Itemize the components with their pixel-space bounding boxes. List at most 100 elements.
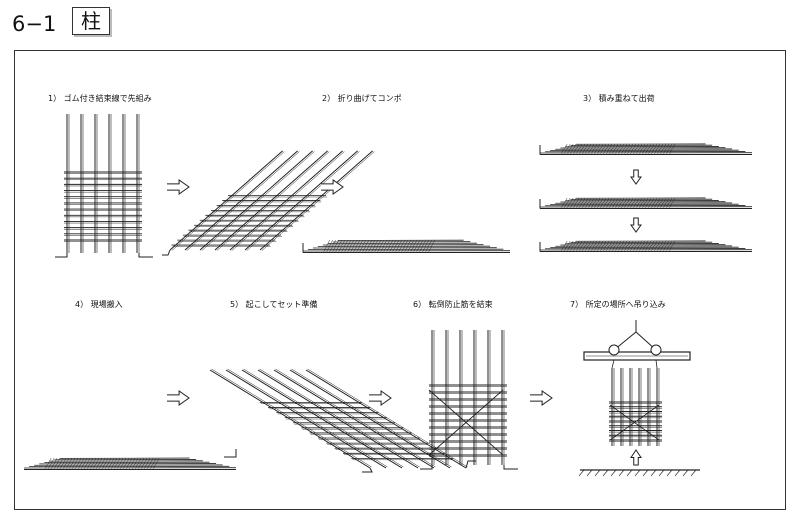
sling-line (611, 359, 615, 369)
hoop-line (561, 240, 568, 251)
page-number: 6−1 (12, 12, 57, 36)
hoop-line (594, 240, 601, 251)
main-bar-line (231, 151, 345, 251)
hoop-line (591, 240, 598, 251)
hoop-line (564, 143, 571, 154)
hoop-line (45, 457, 52, 469)
hoop-line (624, 197, 631, 208)
hoop-line (561, 143, 568, 154)
hoop-line (579, 240, 586, 251)
bar-hook-line (503, 465, 518, 470)
hoop-line (78, 457, 85, 469)
hoop-line (639, 197, 646, 208)
hoop-line (87, 457, 94, 469)
hoop-line (663, 143, 670, 154)
step-4-flat-bundle-figure (23, 449, 237, 470)
hoop-line (624, 143, 631, 154)
hoop-line (350, 239, 357, 252)
main-bar-line (305, 369, 467, 469)
hoop-line (404, 239, 411, 252)
hoop-line (657, 240, 664, 251)
hoop-line (75, 457, 82, 469)
bar-hook-line (420, 465, 433, 470)
hoop-line (591, 197, 598, 208)
hoop-line (651, 240, 658, 251)
hoop-line (383, 239, 390, 252)
hoop-line (395, 239, 402, 252)
hoop-line (576, 197, 583, 208)
hoop-line (147, 457, 154, 469)
ground-hatch-line (610, 469, 617, 477)
step-4-number: 4） (75, 300, 89, 309)
hoop-line (669, 143, 676, 154)
down-arrow (630, 217, 642, 233)
hoop-line (132, 457, 139, 469)
hoop-line (651, 143, 658, 154)
hoop-line (663, 197, 670, 208)
step-4-label: 現場搬入 (90, 300, 123, 309)
ground-hatch-line (650, 469, 657, 477)
hoop-line (338, 239, 345, 252)
hoop-line (323, 239, 330, 252)
hoop-line (114, 457, 121, 469)
hoop-line (600, 143, 607, 154)
ground-hatch-line (594, 469, 601, 477)
hoop-line (386, 239, 393, 252)
hoop-line (627, 197, 634, 208)
ground-hatch-line (586, 469, 593, 477)
ground-hatch-line (658, 469, 665, 477)
hoop-line (135, 457, 142, 469)
hoop-line (654, 197, 661, 208)
hoop-line (636, 240, 643, 251)
hoop-line (66, 457, 73, 469)
hoop-line (648, 197, 655, 208)
hoop-line (60, 457, 67, 469)
hoop-line (564, 197, 571, 208)
step-7-lifting-figure (578, 320, 700, 477)
hoop-line (377, 239, 384, 252)
hoop-line (606, 143, 613, 154)
hoop-line (645, 197, 652, 208)
step-1-number: 1） (48, 94, 62, 103)
hoop-line (359, 239, 366, 252)
hoop-line (657, 197, 664, 208)
hoop-line (600, 240, 607, 251)
main-bar-line (186, 151, 300, 251)
hoop-line (588, 240, 595, 251)
ground-hatch-line (626, 469, 633, 477)
hoop-line (105, 457, 112, 469)
step-3-number: 3） (583, 94, 597, 103)
bar-hook-line (162, 249, 171, 256)
hoop-line (666, 197, 673, 208)
hoop-line (126, 457, 133, 469)
hoop-line (365, 239, 372, 252)
hoop-line (567, 197, 574, 208)
hoop-line (123, 457, 130, 469)
step-7-label: 所定の場所へ吊り込み (585, 300, 666, 309)
step-4-caption: 4） 現場搬入 (75, 299, 123, 310)
bar-hook-line (224, 449, 237, 458)
shackle (650, 344, 662, 356)
hoop-line (627, 143, 634, 154)
hoop-line (618, 143, 625, 154)
hoop-line (621, 197, 628, 208)
hoop-line (579, 143, 586, 154)
hoop-line (660, 240, 667, 251)
hoop-line (54, 457, 61, 469)
hoop-line (413, 239, 420, 252)
section-title: 柱 (72, 7, 110, 35)
hoop-line (630, 143, 637, 154)
bar-hook-line (465, 460, 476, 469)
hoop-line (90, 457, 97, 469)
hoop-line (81, 457, 88, 469)
ground-hatch-line (602, 469, 609, 477)
step-2-tilted-cage-figure (162, 150, 375, 256)
hoop-line (585, 240, 592, 251)
hoop-line (120, 457, 127, 469)
up-arrow (630, 449, 642, 466)
brace-bar-line (428, 389, 504, 456)
step-6-caption: 6） 転倒防止筋を結束 (413, 299, 493, 310)
hoop-line (48, 457, 55, 469)
step-5-raised-cage-figure (209, 368, 476, 473)
hoop-line (645, 143, 652, 154)
